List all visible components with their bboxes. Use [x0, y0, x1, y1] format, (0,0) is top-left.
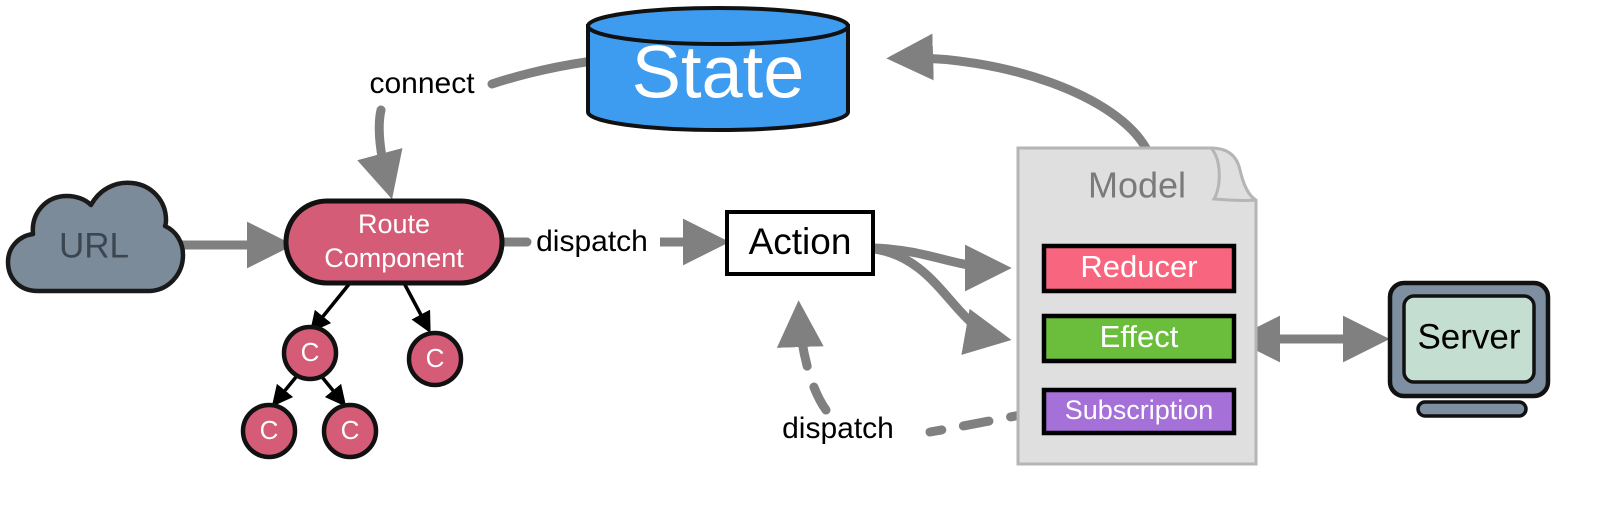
node-child-component-4[interactable]: C [321, 402, 379, 460]
route-component-shape [283, 198, 505, 286]
node-subscription-label: Subscription [1065, 395, 1214, 425]
route-component-label-line2: Component [324, 243, 464, 273]
node-effect[interactable]: Effect [1041, 313, 1237, 364]
subscription-shape [1041, 387, 1237, 436]
child-component-label: C [426, 343, 445, 373]
edge-label-dispatch-subscription: dispatch [782, 412, 894, 445]
child-component-label: C [301, 337, 320, 367]
node-server-label: Server [1417, 317, 1520, 356]
node-server[interactable]: Server [1387, 280, 1551, 418]
node-effect-label: Effect [1100, 319, 1179, 354]
cylinder-top [586, 6, 850, 46]
node-child-component-2[interactable]: C [406, 330, 464, 388]
child-component-label: C [260, 415, 279, 445]
edge-route-to-children [271, 281, 431, 407]
child-circle-shape [406, 330, 464, 388]
node-url-label: URL [59, 226, 129, 265]
node-reducer[interactable]: Reducer [1041, 243, 1237, 294]
node-action[interactable]: Action [725, 210, 875, 276]
effect-shape [1041, 313, 1237, 364]
node-subscription[interactable]: Subscription [1041, 387, 1237, 436]
route-component-label-line1: Route [358, 209, 430, 239]
edge-reducer-to-state [886, 33, 1153, 157]
child-circle-shape [321, 402, 379, 460]
node-child-component-3[interactable]: C [240, 402, 298, 460]
cloud-icon [5, 180, 186, 294]
action-shape [725, 210, 875, 276]
node-action-label: Action [749, 221, 852, 262]
child-circle-shape [281, 324, 339, 382]
edge-state-to-route-connect [357, 57, 591, 200]
monitor-screen-icon [1402, 294, 1536, 384]
child-component-label: C [341, 415, 360, 445]
node-state[interactable]: State [586, 6, 850, 133]
monitor-stand-icon [1416, 400, 1528, 418]
node-url[interactable]: URL [5, 180, 186, 294]
node-route-component[interactable]: Route Component [283, 198, 505, 286]
edge-label-connect: connect [369, 67, 475, 100]
child-circle-shape [240, 402, 298, 460]
edge-label-dispatch-route: dispatch [536, 225, 648, 258]
edge-action-to-effect [869, 244, 1012, 355]
node-child-component-1[interactable]: C [281, 324, 339, 382]
node-state-label: State [632, 31, 805, 114]
cylinder-body [586, 24, 850, 133]
node-model-label: Model [1088, 165, 1186, 206]
model-fold-corner-icon [1209, 146, 1257, 202]
reducer-shape [1041, 243, 1237, 294]
node-model[interactable]: Model [1016, 146, 1258, 466]
node-reducer-label: Reducer [1080, 249, 1197, 284]
